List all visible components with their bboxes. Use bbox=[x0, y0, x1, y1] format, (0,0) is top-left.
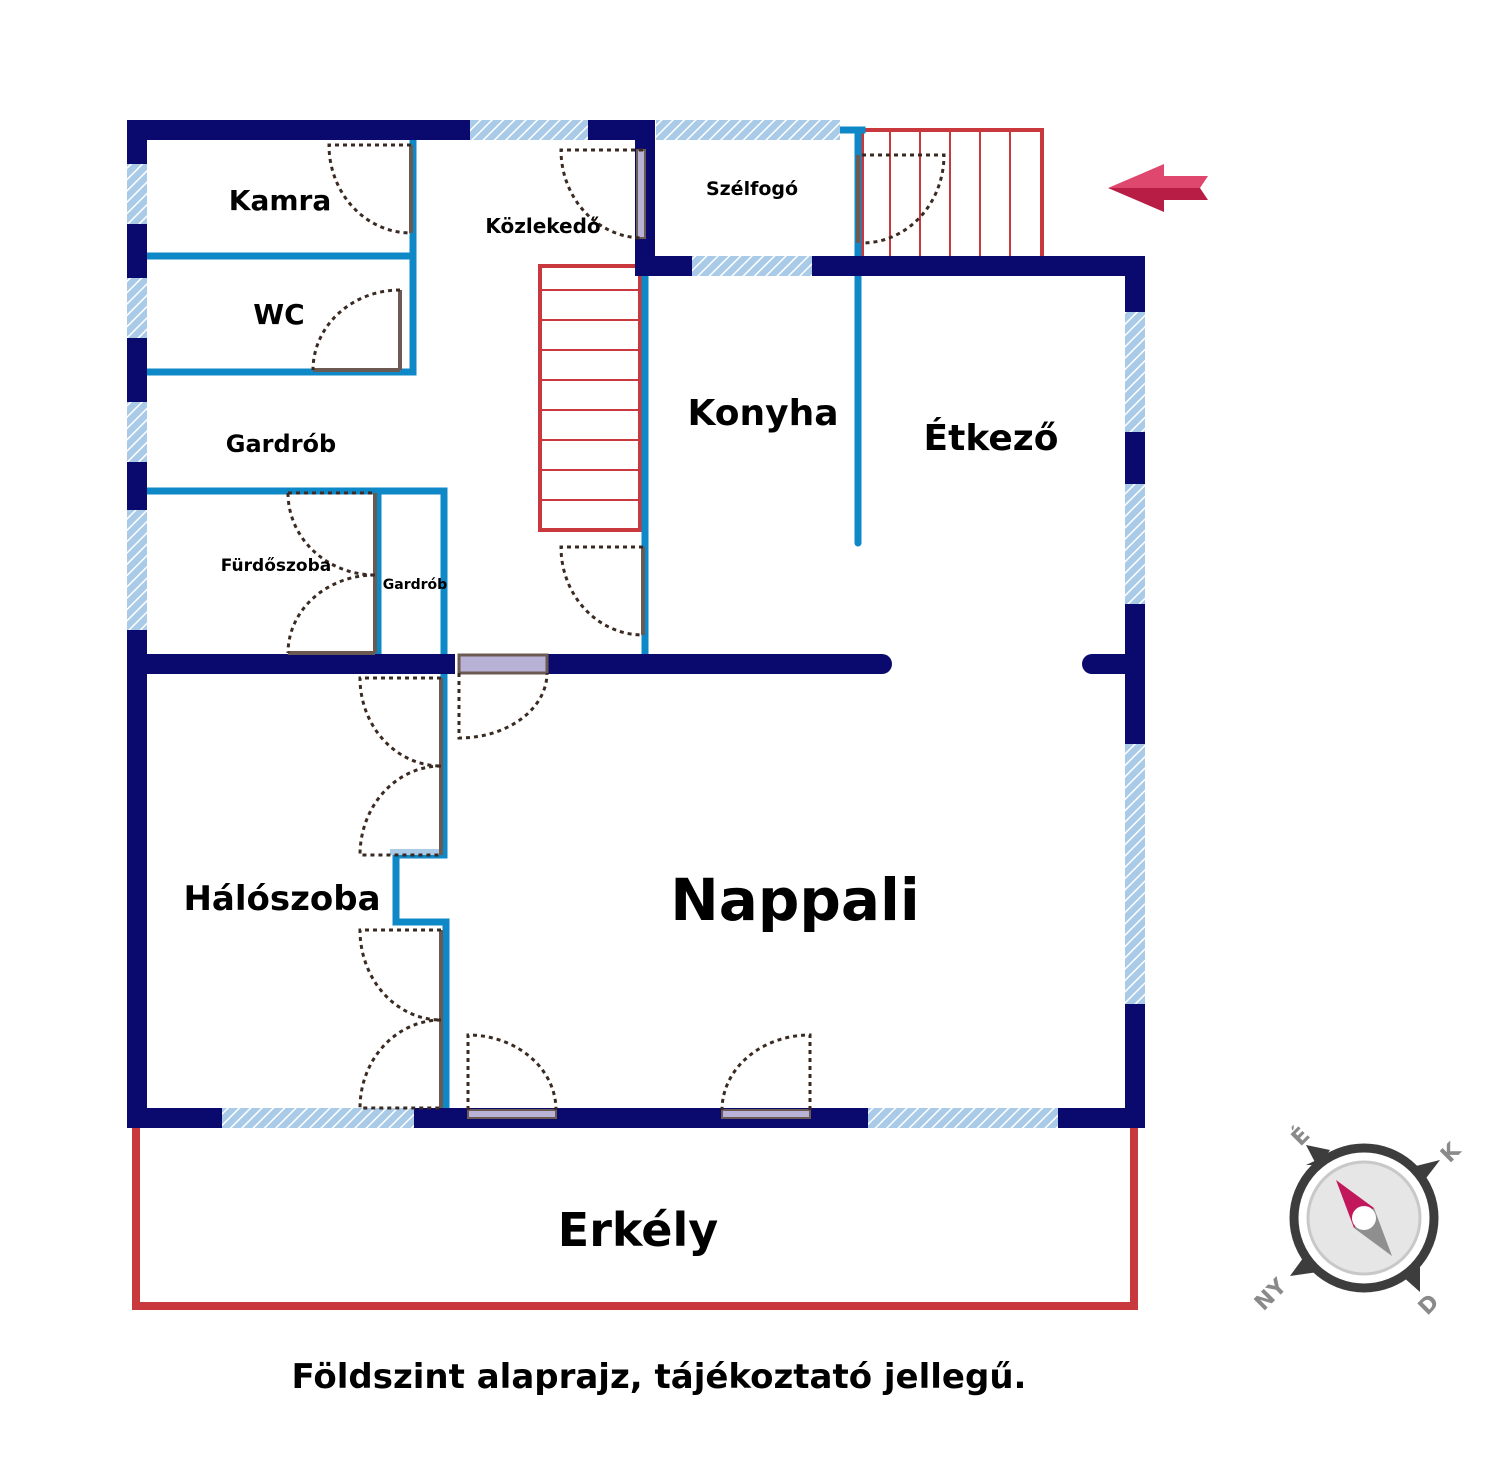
door-leaves bbox=[288, 145, 860, 1108]
room-label-gardrob-small: Gardrób bbox=[383, 577, 447, 593]
compass-south-label: D bbox=[1414, 1290, 1445, 1321]
room-label-konyha: Konyha bbox=[687, 393, 838, 434]
room-label-kozlekedo: Közlekedő bbox=[485, 214, 600, 238]
door-thresholds bbox=[390, 149, 811, 1119]
windows bbox=[127, 120, 1145, 1128]
compass-west-label: NY bbox=[1250, 1273, 1293, 1316]
door-swings bbox=[286, 143, 946, 1111]
room-label-nappali: Nappali bbox=[670, 866, 920, 934]
room-label-furdoszoba: Fürdőszoba bbox=[221, 556, 331, 576]
compass-east-label: K bbox=[1436, 1138, 1466, 1168]
exterior-walls bbox=[127, 120, 1145, 1128]
room-label-kamra: Kamra bbox=[229, 184, 331, 217]
room-label-haloszoba: Hálószoba bbox=[183, 879, 380, 919]
plan-caption: Földszint alaprajz, tájékoztató jellegű. bbox=[291, 1357, 1027, 1397]
room-label-erkely: Erkély bbox=[558, 1203, 718, 1257]
interior-stairs bbox=[538, 264, 642, 532]
room-label-wc: WC bbox=[253, 298, 304, 331]
room-label-szelfogo: Szélfogó bbox=[706, 178, 798, 200]
compass-icon: É K NY D bbox=[1250, 1122, 1467, 1320]
interior-walls bbox=[142, 126, 866, 1114]
room-label-etkezo: Étkező bbox=[924, 417, 1059, 459]
room-label-gardrob-upper: Gardrób bbox=[226, 430, 336, 458]
entrance-arrow-icon bbox=[1108, 164, 1208, 212]
